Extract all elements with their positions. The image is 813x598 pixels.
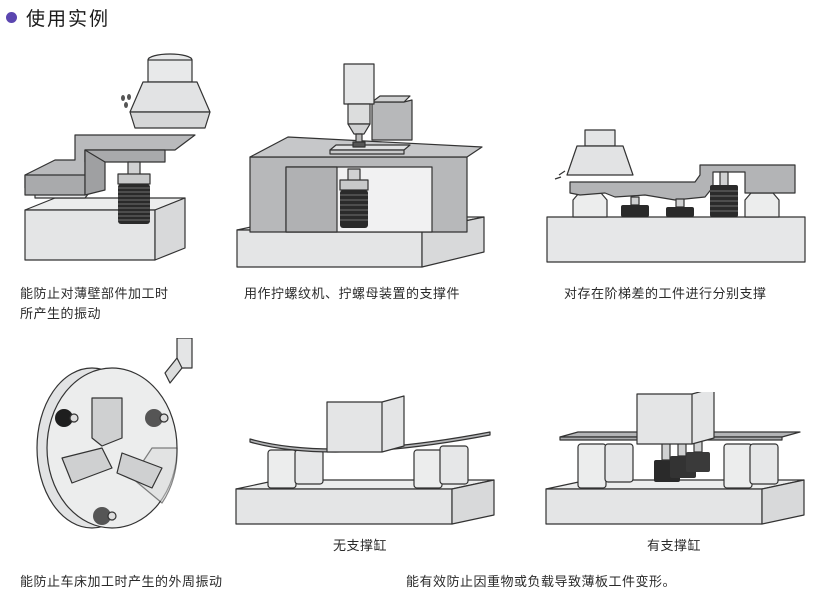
illustration-threading-support: [232, 62, 492, 272]
bullet-icon: [6, 12, 17, 23]
illustration-without-support: [232, 392, 502, 527]
caption-thin-plate: 能有效防止因重物或负载导致薄板工件变形。: [406, 575, 677, 590]
section-title: 使用实例: [26, 8, 111, 30]
illustration-lathe-chuck: [22, 338, 212, 538]
illustration-stepped-workpiece: [545, 125, 807, 265]
section-heading: 使用实例: [6, 4, 110, 31]
caption-line: 能防止对薄壁部件加工时: [20, 287, 169, 302]
label-without-support: 无支撑缸: [333, 539, 388, 554]
label-with-support: 有支撑缸: [647, 539, 702, 554]
caption-threading: 用作拧螺纹机、拧螺母装置的支撑件: [244, 287, 461, 302]
caption-thin-wall: 能防止对薄壁部件加工时 所产生的振动: [20, 285, 169, 325]
illustration-with-support: [542, 392, 812, 527]
caption-line: 所产生的振动: [20, 307, 102, 322]
illustration-thin-wall-milling: [15, 50, 215, 265]
caption-lathe: 能防止车床加工时产生的外周振动: [20, 575, 223, 590]
caption-stepped: 对存在阶梯差的工件进行分别支撑: [564, 287, 767, 302]
